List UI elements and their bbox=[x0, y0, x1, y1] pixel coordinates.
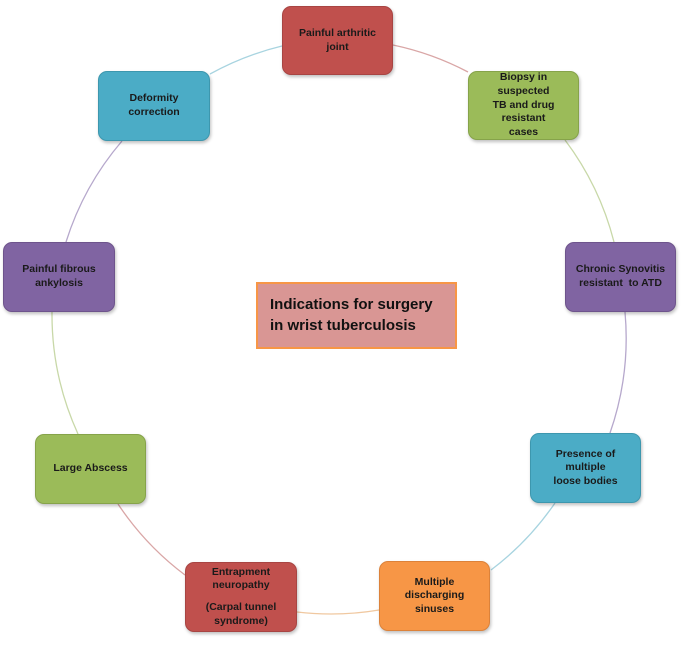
node-label-line: ankylosis bbox=[35, 277, 83, 289]
connector-arc bbox=[609, 311, 627, 434]
connector-arc bbox=[65, 140, 123, 243]
node-painful-arthritic-joint: Painful arthritic joint bbox=[282, 6, 393, 75]
node-label-line: Painful arthritic joint bbox=[298, 26, 376, 53]
connector-arc bbox=[117, 503, 186, 576]
connector-arc bbox=[490, 502, 556, 571]
connector-arc bbox=[209, 45, 283, 75]
node-label-line: cases bbox=[508, 125, 539, 138]
node-label-line: sinuses bbox=[414, 602, 455, 615]
node-label-line: Entrapment bbox=[211, 565, 271, 578]
node-chronic-synovitis: Chronic Synovitis resistant to ATD bbox=[565, 242, 676, 312]
connector-arc bbox=[296, 609, 380, 615]
node-label-line: syndrome) bbox=[214, 614, 268, 627]
node-large-abscess: Large Abscess bbox=[35, 434, 146, 504]
node-deformity-correction: Deformity correction bbox=[98, 71, 210, 141]
center-title-line-2: in wrist tuberculosis bbox=[270, 316, 416, 334]
node-label-line: neuropathy bbox=[212, 579, 270, 592]
node-loose-bodies: Presence of multiple loose bodies bbox=[530, 433, 641, 503]
node-label-line: Large Abscess bbox=[53, 462, 128, 475]
node-entrapment-neuropathy: Entrapment neuropathy (Carpal tunnel syn… bbox=[185, 562, 297, 632]
node-label-line: TB and drug resistant bbox=[492, 98, 555, 125]
node-label-line: Presence of multiple bbox=[555, 447, 616, 474]
node-label-line: Biopsy in suspected bbox=[497, 71, 550, 98]
connector-arc bbox=[564, 139, 615, 243]
node-label-line: Painful fibrous bbox=[22, 263, 96, 276]
node-label-line: Deformity correction bbox=[128, 92, 180, 118]
node-biopsy: Biopsy in suspected TB and drug resistan… bbox=[468, 71, 579, 140]
center-title-box: Indications for surgery in wrist tubercu… bbox=[256, 282, 457, 349]
connector-arc bbox=[51, 311, 79, 435]
node-label-line: Multiple discharging bbox=[404, 575, 465, 602]
center-title-line-1: Indications for surgery bbox=[270, 296, 433, 314]
node-discharging-sinuses: Multiple discharging sinuses bbox=[379, 561, 490, 631]
node-fibrous-ankylosis: Painful fibrous ankylosis bbox=[3, 242, 115, 312]
node-label-line: loose bodies bbox=[553, 474, 618, 487]
node-label-line: (Carpal tunnel bbox=[205, 601, 277, 613]
connector-arc bbox=[392, 44, 469, 73]
node-label-line: Chronic Synovitis bbox=[575, 263, 666, 276]
node-label-line: resistant to ATD bbox=[579, 277, 662, 289]
